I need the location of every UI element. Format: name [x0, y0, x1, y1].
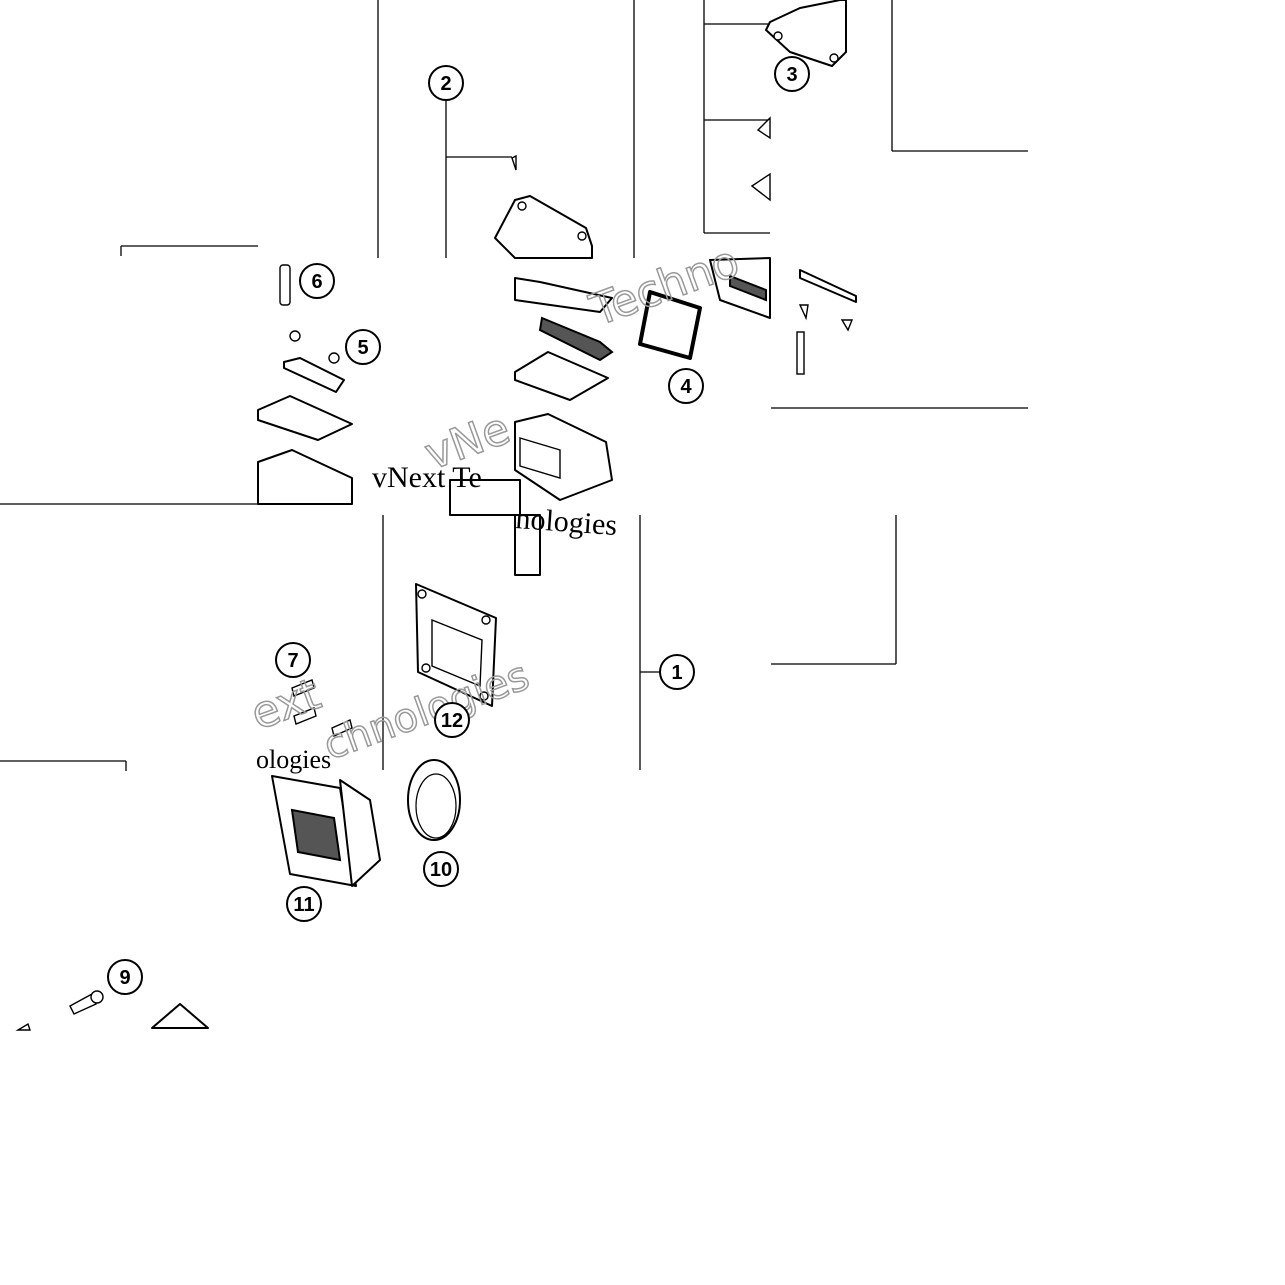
callout-label-5: 5 [357, 337, 368, 359]
callout-label-9: 9 [119, 967, 130, 989]
gasket-part-3 [750, 0, 847, 202]
reed-valve-assembly [449, 277, 614, 576]
watermark-ologies: ologies [256, 745, 331, 774]
leader-lines [0, 0, 1028, 771]
callout-label-1: 1 [671, 662, 682, 684]
bolts-part-7 [291, 679, 353, 737]
plate-part-5 [257, 330, 353, 505]
callout-7: 7 [275, 642, 311, 678]
watermark-line2: nologies [515, 502, 619, 542]
callout-label-7: 7 [287, 650, 298, 672]
watermark-vnext: vNe [418, 403, 516, 480]
watermark-line1: vNext Te [372, 461, 482, 494]
callout-6: 6 [299, 263, 335, 299]
callout-5: 5 [345, 329, 381, 365]
oring-part-4 [638, 290, 702, 360]
callout-label-4: 4 [680, 376, 692, 398]
watermark-ext: ext [244, 669, 327, 741]
callout-1: 1 [659, 654, 695, 690]
callout-label-12: 12 [441, 710, 463, 732]
watermark-techno: Techno [583, 236, 745, 337]
callout-4: 4 [668, 368, 704, 404]
callout-label-11: 11 [293, 894, 314, 916]
block-fragment-right [709, 257, 857, 375]
screws-part-6 [279, 264, 291, 306]
callout-3: 3 [774, 56, 810, 92]
band-part-10 [407, 759, 461, 841]
callout-10: 10 [423, 851, 459, 887]
callout-9: 9 [107, 959, 143, 995]
callout-2: 2 [428, 65, 464, 101]
gasket-part-12 [415, 583, 497, 707]
gasket-part-2 [494, 154, 593, 259]
callout-label-3: 3 [786, 64, 797, 86]
flange-part-11 [271, 775, 381, 887]
callout-label-10: 10 [430, 859, 452, 881]
bolt-part-9 [15, 990, 209, 1031]
callout-12: 12 [434, 702, 470, 738]
callout-label-6: 6 [311, 271, 322, 293]
callout-11: 11 [286, 886, 322, 922]
callout-label-2: 2 [440, 73, 451, 95]
